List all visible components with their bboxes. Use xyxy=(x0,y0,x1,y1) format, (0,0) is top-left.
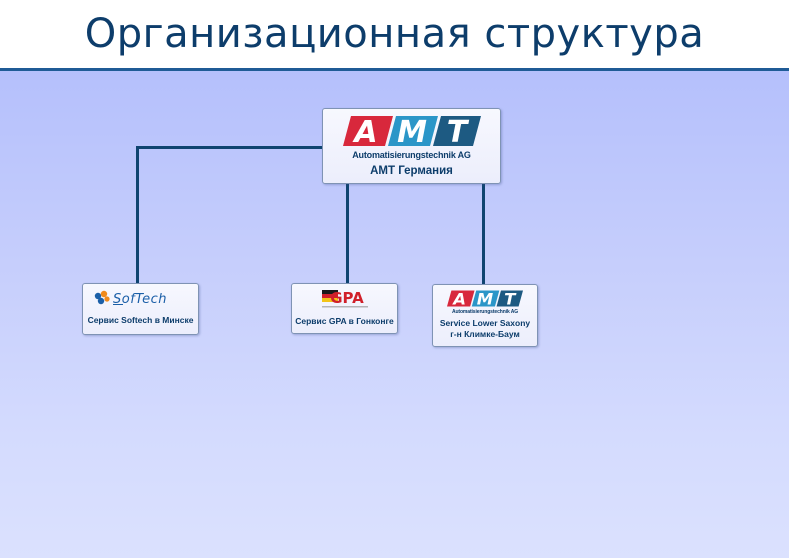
svg-text:SofTech: SofTech xyxy=(113,292,167,307)
slide-header: Организационная структура xyxy=(0,0,789,68)
svg-text:M: M xyxy=(477,290,493,307)
svg-text:T: T xyxy=(504,290,517,307)
org-node-label: АМТ Германия xyxy=(370,165,453,177)
amt-logo-letter-m: M xyxy=(397,115,427,147)
connector-gpa-vertical xyxy=(346,183,349,284)
amt-logo-icon: A M T xyxy=(447,290,523,307)
org-node-label: Сервис Softech в Минске xyxy=(87,315,194,325)
softech-logo-icon: SofTech xyxy=(93,289,189,307)
page-title: Организационная структура xyxy=(84,11,705,57)
amt-tagline: Automatisierungstechnik AG xyxy=(352,150,471,160)
amt-logo-icon: A M T xyxy=(342,115,481,147)
org-node-label-line1: Service Lower Saxony xyxy=(439,318,531,328)
amt-logo-letter-a: A xyxy=(352,115,377,147)
svg-text:GPA: GPA xyxy=(330,289,364,307)
connector-amt-service-vertical xyxy=(482,183,485,285)
amt-logo-letter-t: T xyxy=(446,115,469,147)
header-divider xyxy=(0,68,789,71)
gpa-logo-icon: GPA xyxy=(320,288,370,312)
org-node-amt-lower-saxony[interactable]: A M T Automatisierungstechnik AG Service… xyxy=(432,284,538,347)
org-node-label: Сервис GPA в Гонконге xyxy=(295,316,394,326)
org-node-amt-germany[interactable]: A M T Automatisierungstechnik AG АМТ Гер… xyxy=(322,108,501,184)
svg-text:A: A xyxy=(451,290,466,307)
org-node-softech-minsk[interactable]: SofTech Сервис Softech в Минске xyxy=(82,283,199,335)
connector-root-horizontal xyxy=(136,146,323,149)
amt-tagline: Automatisierungstechnik AG xyxy=(451,309,519,315)
org-node-gpa-hong-kong[interactable]: GPA Сервис GPA в Гонконге xyxy=(291,283,398,334)
org-node-label-line2: г-н Климке-Баум xyxy=(450,329,520,339)
connector-softech-vertical xyxy=(136,146,139,284)
